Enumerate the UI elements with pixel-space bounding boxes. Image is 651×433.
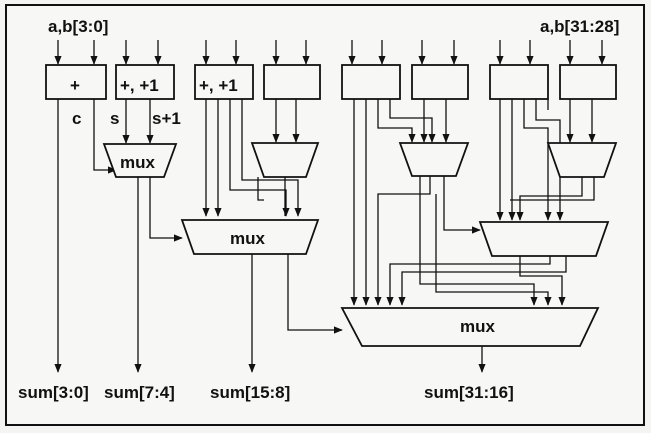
mux-small-a: [250, 142, 320, 178]
input-label-high: a,b[31:28]: [540, 17, 619, 36]
adder-label-3: +, +1: [199, 76, 238, 95]
mux-level2: [180, 219, 320, 255]
output-label-1: sum[7:4]: [104, 383, 175, 402]
mux-level3: [340, 307, 600, 347]
adder-label-1: +: [70, 76, 80, 95]
sum-plus-one-label: s+1: [152, 109, 181, 128]
adder-label-2: +, +1: [120, 76, 159, 95]
output-label-3: sum[31:16]: [424, 383, 514, 402]
adder-block-7: [489, 64, 549, 100]
adder-block-6: [411, 64, 469, 100]
mux3-label: mux: [460, 317, 496, 336]
sum-label: s: [110, 109, 119, 128]
mux-small-b: [398, 142, 470, 177]
mux2-label: mux: [230, 229, 266, 248]
stage1-wires: [54, 99, 596, 373]
mux-level2-right: [478, 221, 610, 257]
adder-block-2: [115, 64, 175, 100]
adder-block-5: [341, 64, 401, 100]
mux-small-c: [546, 142, 618, 178]
adder-block-8: [559, 64, 617, 100]
carry-label: c: [72, 109, 81, 128]
adder-block-1: [45, 64, 107, 100]
stage2-wires: [134, 176, 595, 373]
adder-block-4: [263, 64, 321, 100]
mux1-label: mux: [120, 153, 156, 172]
input-arrows: [54, 40, 606, 65]
output-label-2: sum[15:8]: [210, 383, 290, 402]
output-label-0: sum[3:0]: [18, 383, 89, 402]
adder-block-3: [194, 64, 254, 100]
stage3-wires: [248, 176, 567, 373]
input-label-low: a,b[3:0]: [48, 17, 108, 36]
mux-level1: [102, 143, 178, 178]
